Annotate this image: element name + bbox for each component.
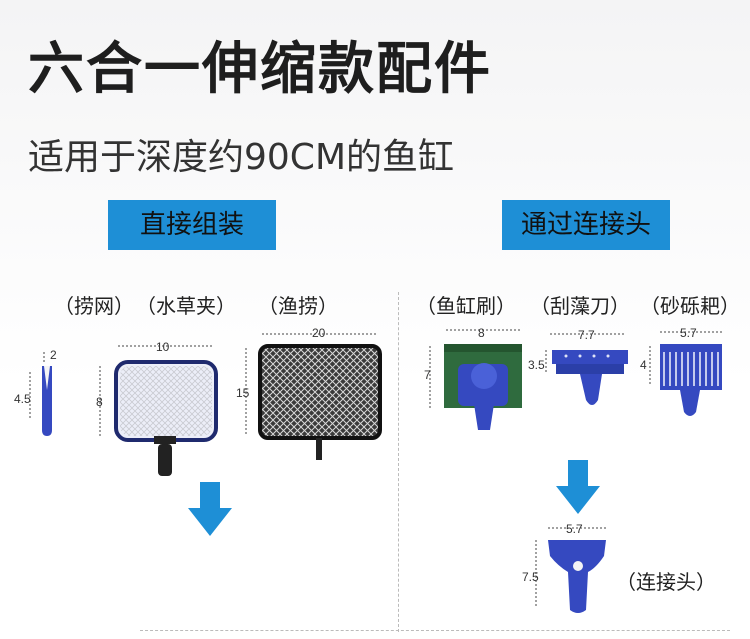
label-algae-scraper: （刮藻刀） (530, 294, 630, 318)
section-divider (398, 292, 399, 632)
label-fish-net: （捞网） (54, 294, 134, 318)
dim-brush-width: 8 (478, 326, 485, 340)
label-plant-clip: （水草夹） (136, 294, 236, 318)
label-large-net: （渔捞） (258, 294, 338, 318)
dim-net-height: 8 (96, 395, 103, 409)
via-connector-tag: 通过连接头 (502, 200, 670, 250)
label-tank-brush: （鱼缸刷） (416, 294, 516, 318)
label-gravel-rake: （砂砾耙） (640, 294, 740, 318)
dim-brush-height: 7 (424, 368, 431, 382)
dim-net-width: 10 (156, 340, 170, 354)
direct-assembly-tag: 直接组装 (108, 200, 276, 250)
dim-rake-height: 4 (640, 358, 647, 372)
dim-large-net-width: 20 (312, 326, 326, 340)
arrow-down-icon (188, 482, 232, 536)
tank-brush-icon (444, 344, 522, 430)
plant-clip-icon (42, 366, 52, 436)
dim-connector-width: 5.7 (566, 522, 583, 536)
page-title: 六合一伸缩款配件 (28, 37, 492, 102)
connector-icon (548, 540, 606, 613)
label-connector: （连接头） (616, 570, 716, 594)
arrow-down-icon (556, 460, 600, 514)
dim-scraper-width: 7.7 (578, 328, 595, 342)
large-net-icon (258, 344, 382, 460)
dim-clip-width: 2 (50, 348, 57, 362)
dim-rake-width: 5.7 (680, 326, 697, 340)
page-subtitle: 适用于深度约90CM的鱼缸 (28, 137, 455, 178)
bottom-divider (140, 630, 730, 631)
dim-connector-height: 7.5 (522, 570, 539, 584)
algae-scraper-icon (552, 350, 628, 405)
gravel-rake-icon (660, 344, 722, 416)
fish-net-icon (114, 360, 218, 476)
dim-scraper-height: 3.5 (528, 358, 545, 372)
dim-clip-height: 4.5 (14, 392, 31, 406)
